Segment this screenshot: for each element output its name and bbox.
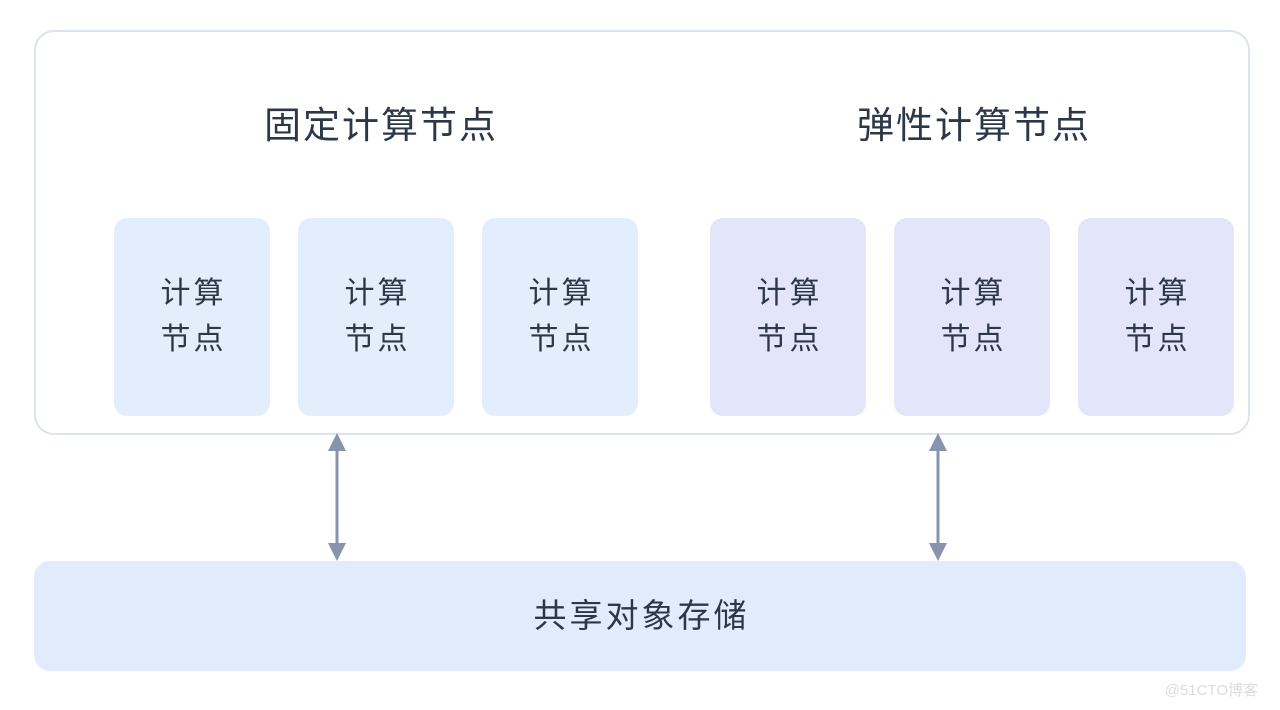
compute-node-label-line1: 计算 [756, 277, 823, 310]
compute-node-card[interactable]: 计算 节点 [114, 218, 270, 416]
shared-object-storage-label: 共享对象存储 [533, 597, 750, 634]
compute-layer-container: 固定计算节点 弹性计算节点 计算 节点 计算 节点 计算 节点 计 [34, 30, 1250, 435]
compute-node-card[interactable]: 计算 节点 [894, 218, 1050, 416]
compute-node-card[interactable]: 计算 节点 [710, 218, 866, 416]
compute-node-label-line2: 节点 [1124, 323, 1191, 356]
compute-node-label-line2: 节点 [756, 323, 823, 356]
compute-node-card[interactable]: 计算 节点 [482, 218, 638, 416]
double-arrow-icon-elastic-to-storage [929, 433, 947, 561]
compute-node-label-line1: 计算 [160, 277, 227, 310]
compute-node-label-line2: 节点 [160, 323, 227, 356]
compute-node-label-line2: 节点 [528, 323, 595, 356]
compute-node-card[interactable]: 计算 节点 [298, 218, 454, 416]
compute-node-label-line1: 计算 [344, 277, 411, 310]
shared-object-storage-bar[interactable]: 共享对象存储 [34, 561, 1246, 671]
compute-node-label-line2: 节点 [940, 323, 1007, 356]
watermark: @51CTO博客 [1164, 682, 1258, 699]
compute-node-label-line1: 计算 [528, 277, 595, 310]
fixed-compute-node-group: 计算 节点 计算 节点 计算 节点 [114, 218, 638, 416]
group-title-elastic-compute-nodes: 弹性计算节点 [857, 105, 1091, 146]
double-arrow-icon-fixed-to-storage [328, 433, 346, 561]
compute-node-card[interactable]: 计算 节点 [1078, 218, 1234, 416]
compute-node-label-line2: 节点 [344, 323, 411, 356]
group-title-fixed-compute-nodes: 固定计算节点 [264, 105, 498, 146]
compute-node-label-line1: 计算 [940, 277, 1007, 310]
compute-node-label-line1: 计算 [1124, 277, 1191, 310]
compute-nodes-row: 计算 节点 计算 节点 计算 节点 计算 节点 计算 [114, 218, 1240, 416]
elastic-compute-node-group: 计算 节点 计算 节点 计算 节点 [710, 218, 1234, 416]
